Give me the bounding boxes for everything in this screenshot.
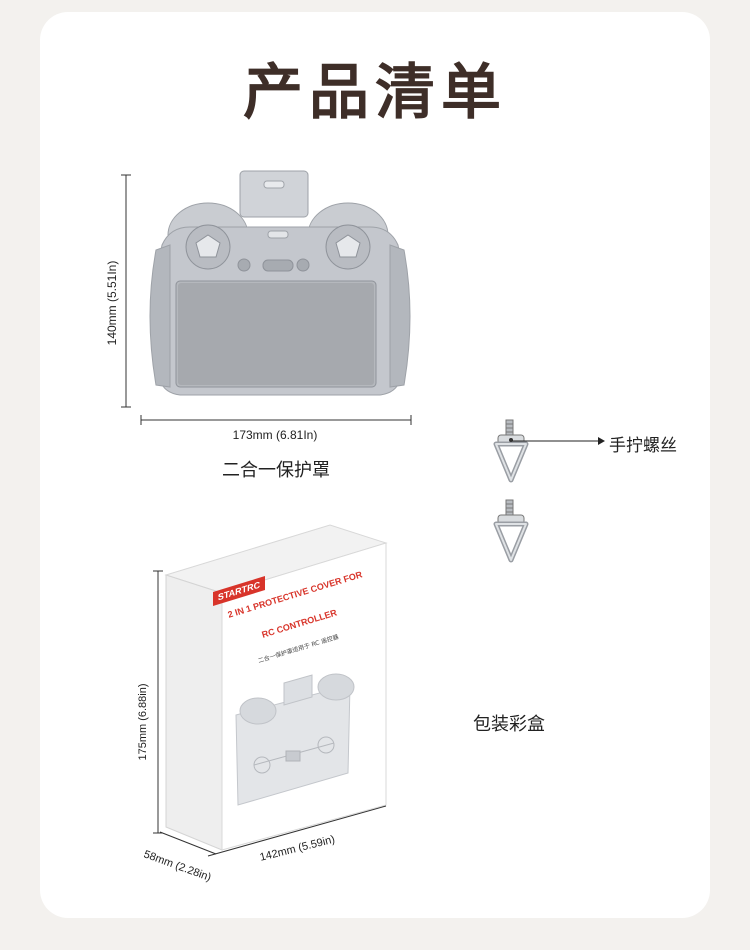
packaging-box-image: [164, 524, 388, 851]
thumb-screw-image-1: [493, 419, 529, 483]
box-depth-dimension-line: [159, 831, 217, 855]
box-name-label: 包装彩盒: [473, 714, 545, 735]
box-width-dimension-line: [207, 805, 387, 857]
cover-width-label: 173mm (6.81In): [232, 428, 318, 442]
page-title: 产品清单: [243, 58, 507, 128]
box-height-dimension-line: [153, 570, 163, 834]
cover-height-dimension-line: [121, 174, 131, 408]
cover-width-dimension-line: [140, 415, 412, 425]
thumb-screw-image-2: [493, 499, 529, 563]
protective-cover-image: [149, 170, 411, 396]
screw-pointer-arrow: [512, 437, 605, 445]
box-height-label: 175mm (6.88in): [137, 683, 149, 761]
cover-height-label: 140mm (5.51In): [105, 260, 119, 346]
screw-name-label: 手拧螺丝: [609, 436, 677, 456]
cover-name-label: 二合一保护罩: [222, 460, 330, 481]
